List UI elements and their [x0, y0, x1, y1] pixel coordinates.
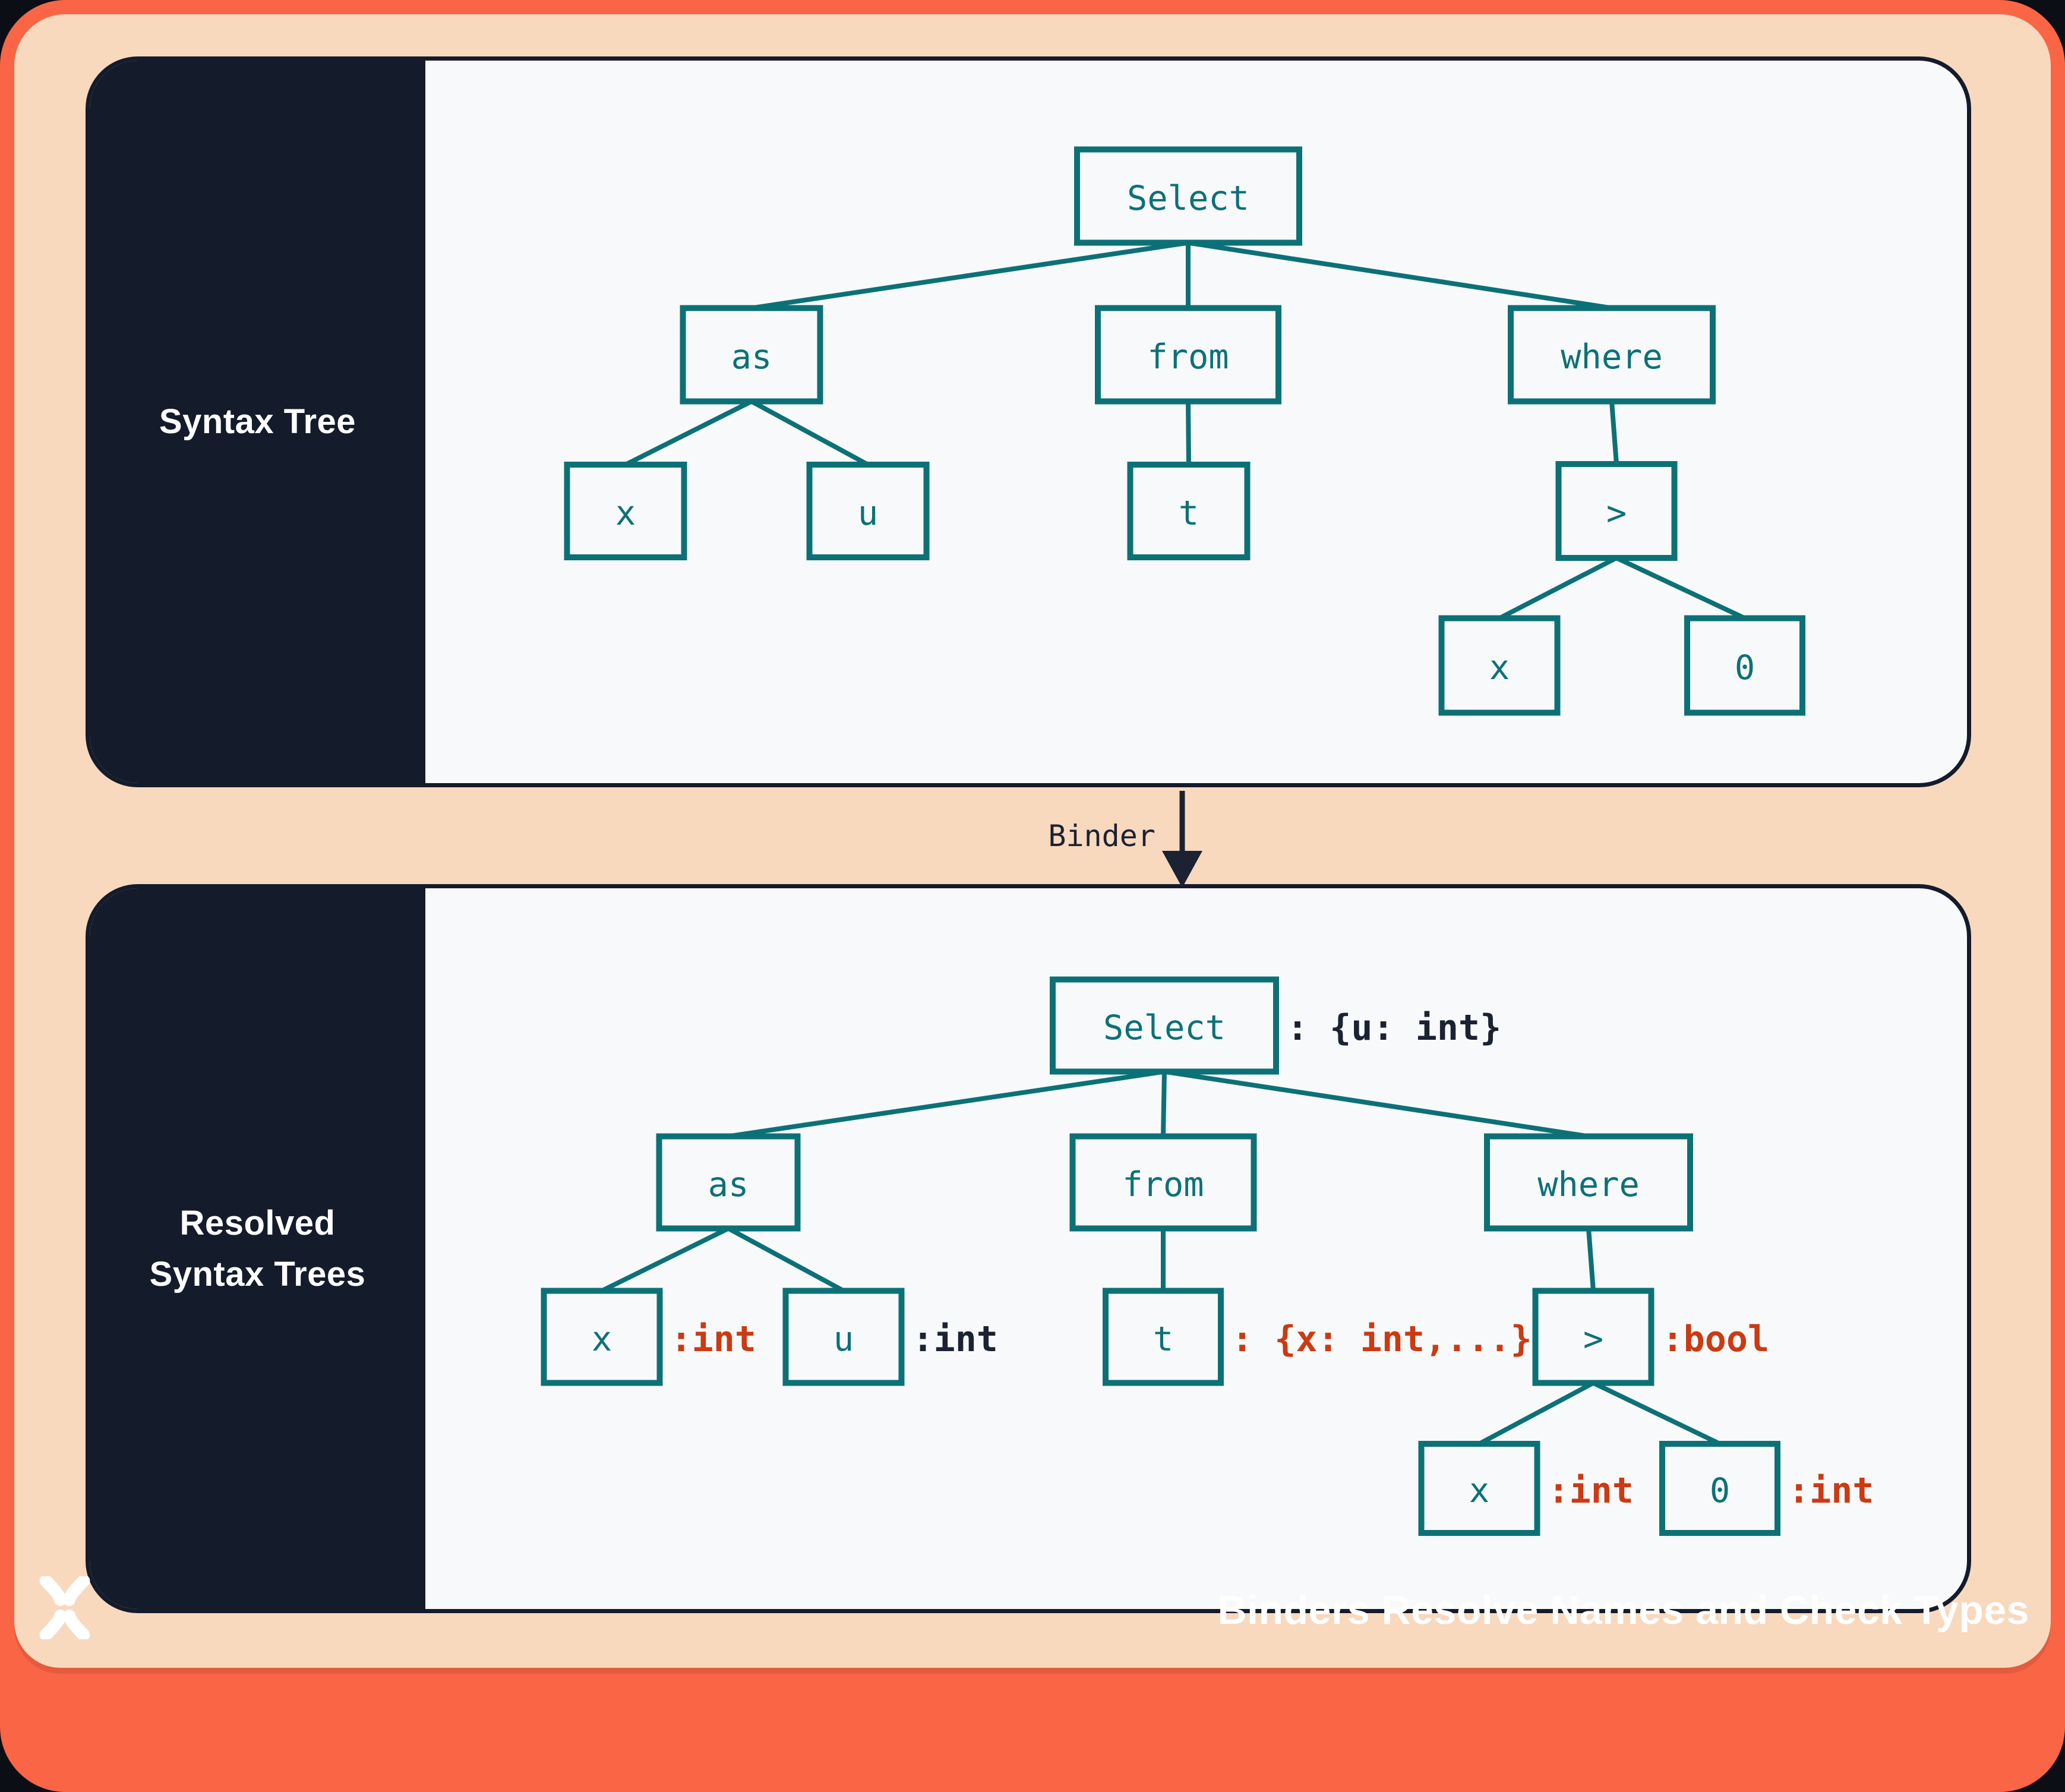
- logo-petal: [39, 1610, 67, 1639]
- resolved-syntax-trees-panel-title: Resolved Syntax Trees: [150, 1198, 366, 1300]
- panel-title-line: Syntax Tree: [159, 402, 356, 441]
- logo-petal: [62, 1610, 90, 1639]
- syntax-tree-panel-title: Syntax Tree: [159, 396, 356, 447]
- resolved-syntax-trees-panel-sidebar: Resolved Syntax Trees: [90, 888, 425, 1609]
- x-mark-logo-icon: [39, 1576, 90, 1639]
- footer-bar: Binders Resolve Names and Check Types: [0, 1576, 2065, 1792]
- logo-petal: [39, 1576, 67, 1606]
- binder-label: Binder: [1048, 819, 1155, 853]
- panel-title-line: Syntax Trees: [149, 1254, 366, 1293]
- logo-petal: [62, 1576, 90, 1606]
- resolved-syntax-trees-panel: Resolved Syntax Trees: [86, 884, 1971, 1613]
- syntax-tree-panel: Syntax Tree: [86, 56, 1971, 787]
- footer-title: Binders Resolve Names and Check Types: [1217, 1588, 2029, 1633]
- panel-title-line: Resolved: [179, 1203, 336, 1242]
- syntax-tree-panel-sidebar: Syntax Tree: [90, 61, 425, 783]
